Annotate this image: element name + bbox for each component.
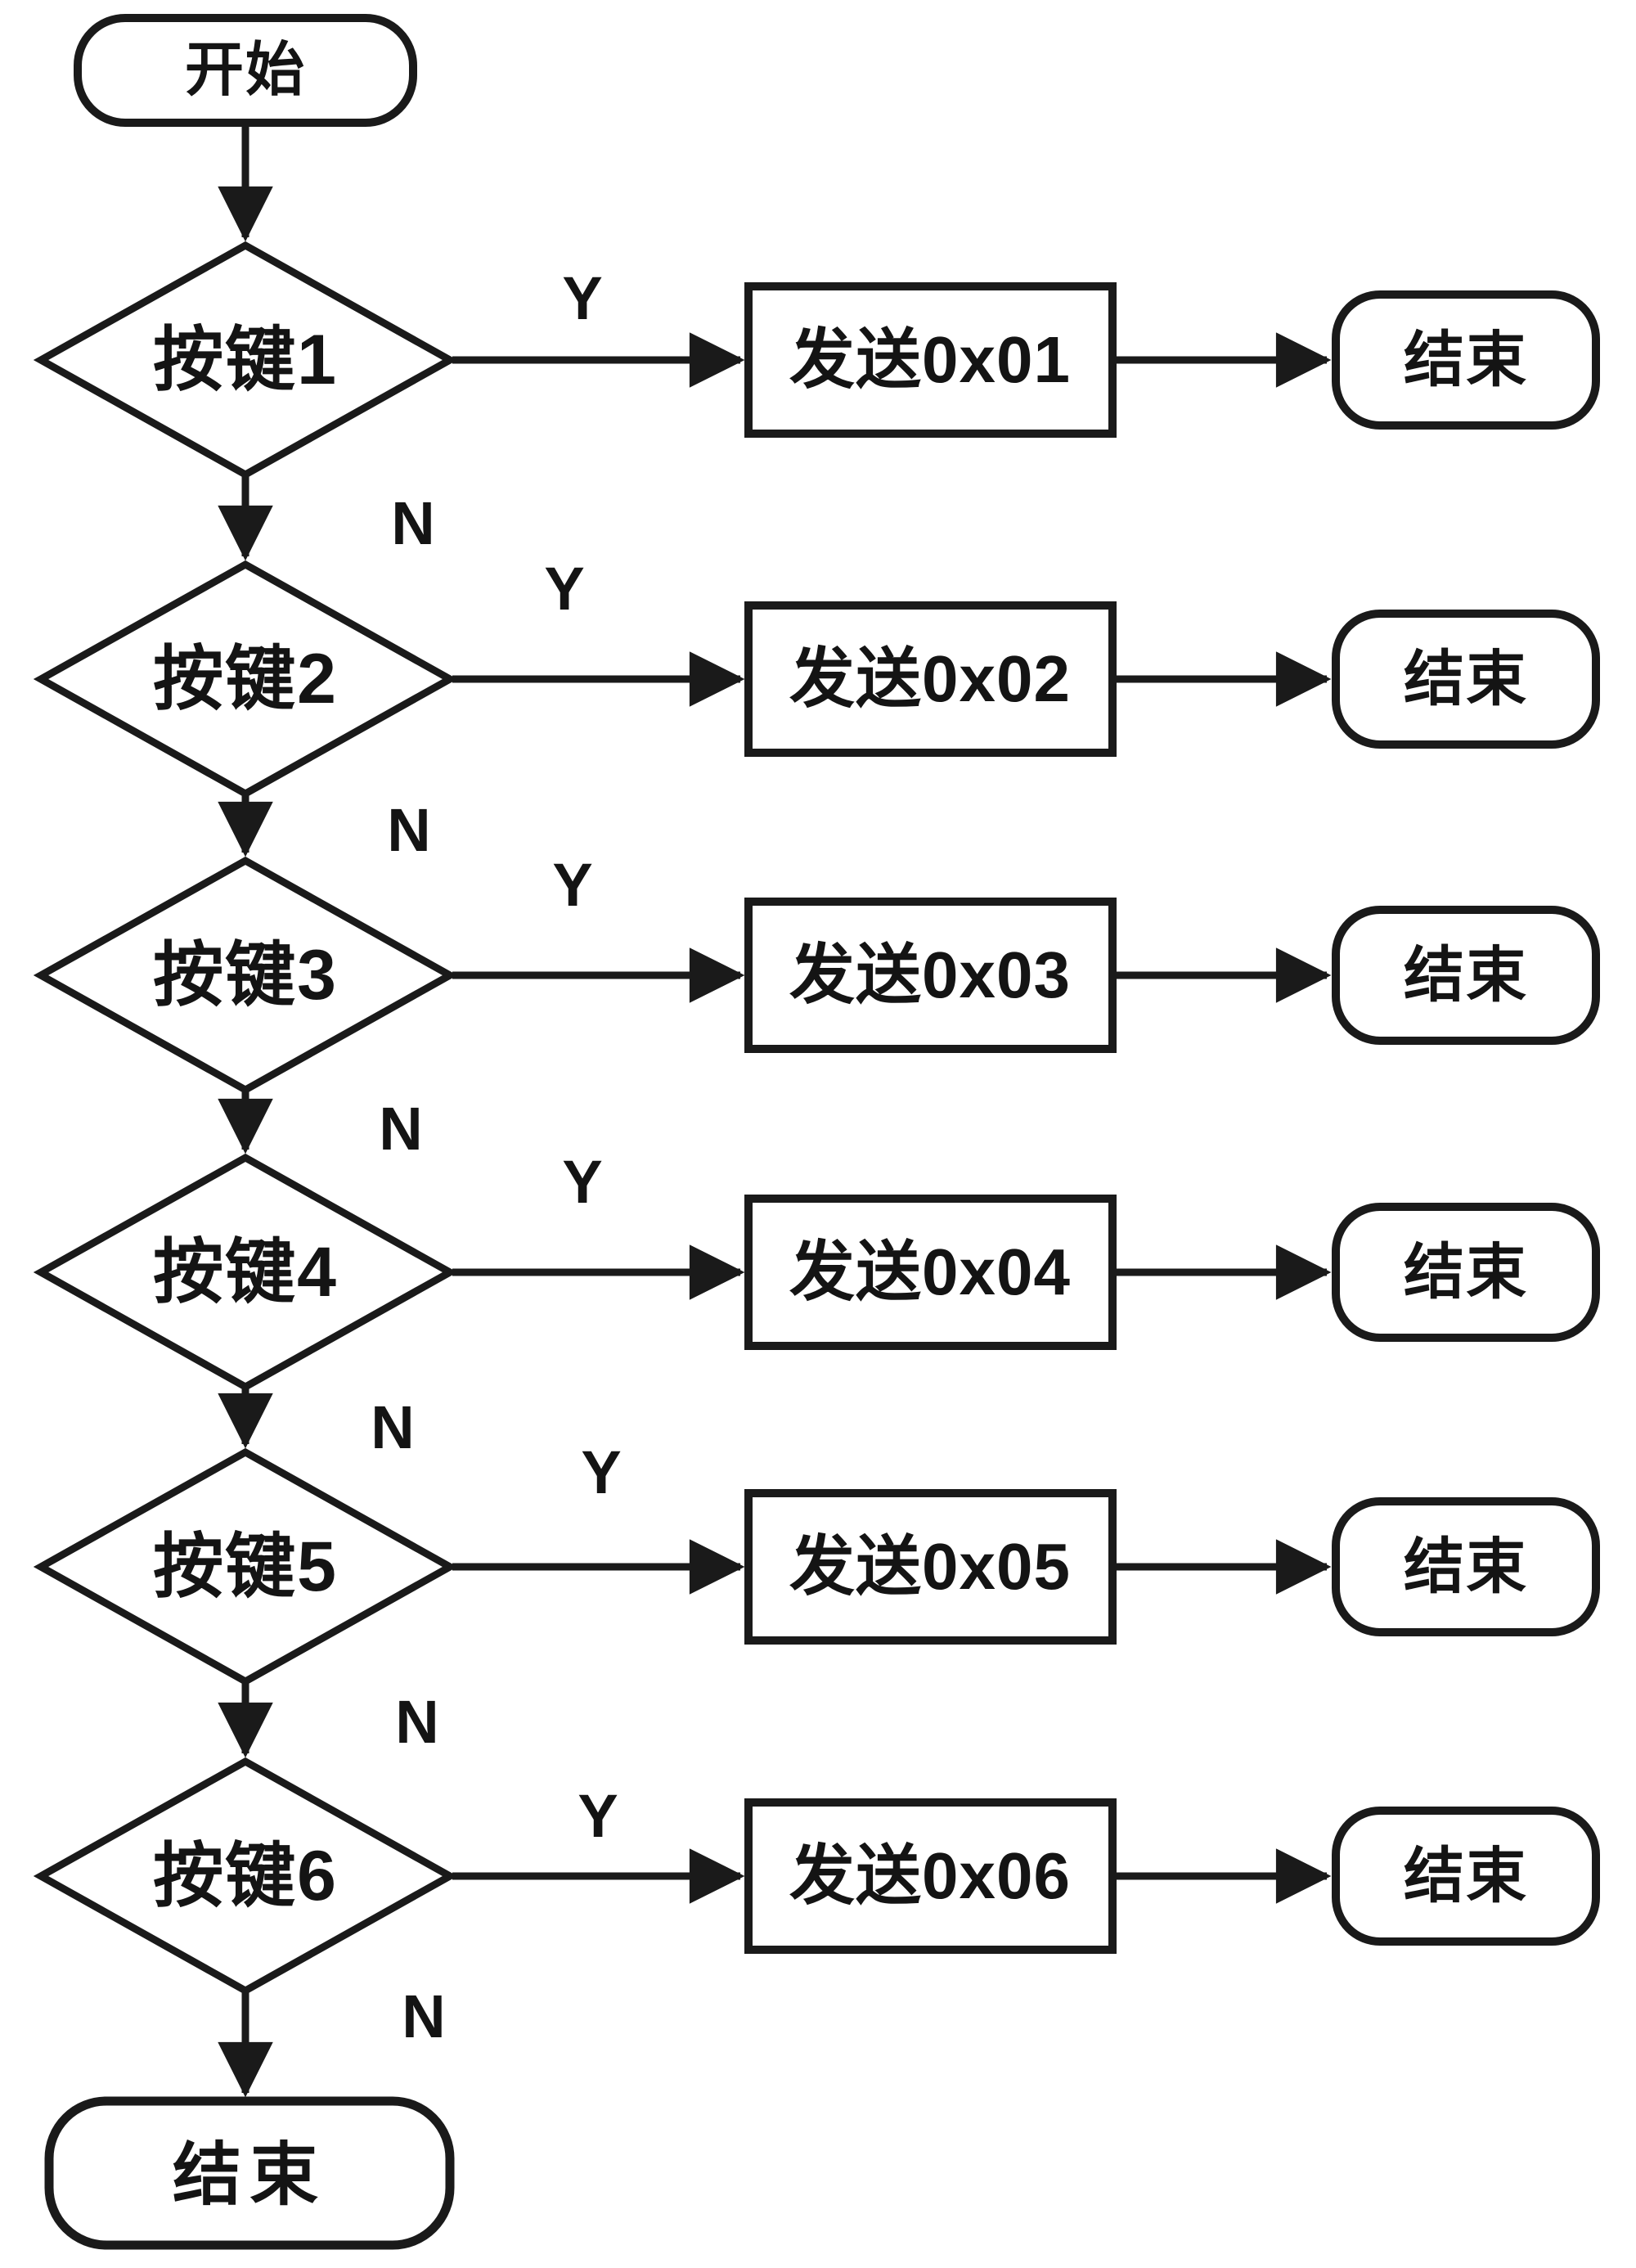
no-branch-label-5: N bbox=[395, 1688, 439, 1756]
no-branch-label-3: N bbox=[379, 1095, 423, 1163]
end-node-1 bbox=[1332, 290, 1600, 430]
yes-branch-label-6: Y bbox=[578, 1782, 618, 1850]
action-label-4: 发送0x04 bbox=[789, 1235, 1071, 1308]
decision-diamond-6 bbox=[33, 1757, 458, 1996]
end-label-1: 结束 bbox=[1404, 326, 1528, 394]
end-node-6 bbox=[1332, 1807, 1600, 1946]
yes-branch-label-5: Y bbox=[581, 1438, 622, 1506]
no-branch-label-2: N bbox=[387, 796, 431, 864]
end-node-3 bbox=[1332, 906, 1600, 1045]
action-box-5 bbox=[744, 1489, 1117, 1645]
decision-label-1: 按键1 bbox=[153, 321, 338, 399]
decision-diamond-3 bbox=[33, 856, 458, 1095]
end-label-2: 结束 bbox=[1404, 645, 1528, 713]
end-node-4 bbox=[1332, 1203, 1600, 1342]
decision-diamond-4 bbox=[33, 1153, 458, 1392]
action-box-2 bbox=[744, 601, 1117, 757]
end-label-6: 结束 bbox=[1404, 1842, 1528, 1910]
end-label-5: 结束 bbox=[1404, 1532, 1528, 1600]
end-label-4: 结束 bbox=[1404, 1238, 1528, 1306]
no-branch-label-1: N bbox=[391, 489, 435, 557]
decision-label-5: 按键5 bbox=[153, 1528, 338, 1606]
action-label-6: 发送0x06 bbox=[789, 1839, 1071, 1912]
action-box-6 bbox=[744, 1798, 1117, 1954]
decision-label-4: 按键4 bbox=[153, 1233, 338, 1312]
decision-diamond-5 bbox=[33, 1447, 458, 1686]
final-end-node bbox=[44, 2096, 455, 2250]
action-box-1 bbox=[744, 282, 1117, 438]
decision-diamond-1 bbox=[33, 241, 458, 479]
end-node-2 bbox=[1332, 610, 1600, 749]
action-box-3 bbox=[744, 898, 1117, 1053]
action-label-1: 发送0x01 bbox=[789, 323, 1071, 396]
yes-branch-label-2: Y bbox=[544, 555, 585, 623]
no-branch-label-4: N bbox=[371, 1393, 415, 1461]
start-label: 开始 bbox=[184, 38, 307, 103]
decision-label-3: 按键3 bbox=[153, 936, 338, 1015]
decision-label-6: 按键6 bbox=[153, 1837, 338, 1915]
action-label-3: 发送0x03 bbox=[789, 938, 1071, 1011]
end-label-3: 结束 bbox=[1404, 941, 1528, 1009]
decision-diamond-2 bbox=[33, 560, 458, 799]
yes-branch-label-1: Y bbox=[562, 264, 603, 332]
action-label-5: 发送0x05 bbox=[789, 1530, 1071, 1603]
action-label-2: 发送0x02 bbox=[789, 642, 1071, 715]
end-node-5 bbox=[1332, 1497, 1600, 1636]
no-branch-label-6: N bbox=[402, 1982, 446, 2050]
final-end-label: 结束 bbox=[172, 2136, 327, 2213]
yes-branch-label-3: Y bbox=[552, 851, 593, 919]
decision-label-2: 按键2 bbox=[153, 640, 338, 718]
start-node bbox=[74, 14, 417, 127]
action-box-4 bbox=[744, 1195, 1117, 1350]
yes-branch-label-4: Y bbox=[562, 1148, 603, 1216]
